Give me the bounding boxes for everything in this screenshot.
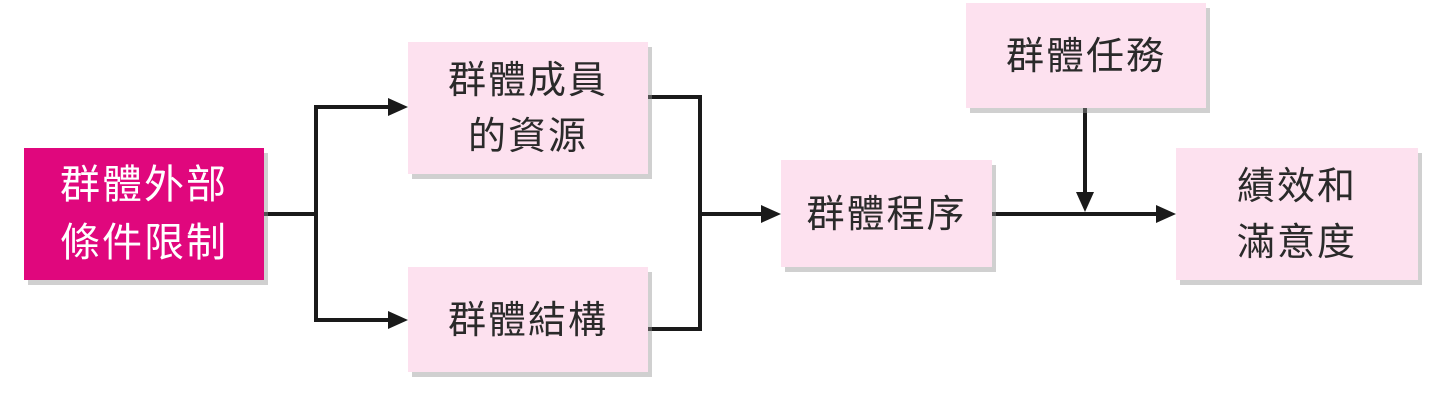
- arrowhead-to-resources: [388, 98, 408, 116]
- node-performance-satisfaction: 績效和 滿意度: [1176, 148, 1418, 280]
- arrowhead-task-down: [1076, 192, 1094, 212]
- node-group-process-label: 群體程序: [806, 191, 967, 236]
- node-group-task: 群體任務: [966, 3, 1206, 108]
- node-member-resources-label: 群體成員 的資源: [447, 58, 608, 158]
- node-group-process: 群體程序: [781, 160, 992, 267]
- node-external-constraints: 群體外部 條件限制: [24, 148, 264, 280]
- arrowhead-to-structure: [388, 311, 408, 329]
- node-external-constraints-label: 群體外部 條件限制: [60, 162, 228, 266]
- connector-resources-to-merge: [648, 95, 702, 214]
- arrowhead-to-process: [761, 205, 781, 223]
- connector-branch-to-structure: [314, 214, 392, 322]
- connector-structure-to-merge: [648, 214, 702, 331]
- node-group-task-label: 群體任務: [1005, 33, 1166, 78]
- node-performance-satisfaction-label: 績效和 滿意度: [1236, 164, 1357, 264]
- connector-branch-to-resources: [314, 105, 392, 214]
- node-group-structure: 群體結構: [408, 267, 648, 372]
- node-group-structure-label: 群體結構: [447, 297, 608, 342]
- arrowhead-to-performance: [1156, 205, 1176, 223]
- node-member-resources: 群體成員 的資源: [408, 42, 648, 174]
